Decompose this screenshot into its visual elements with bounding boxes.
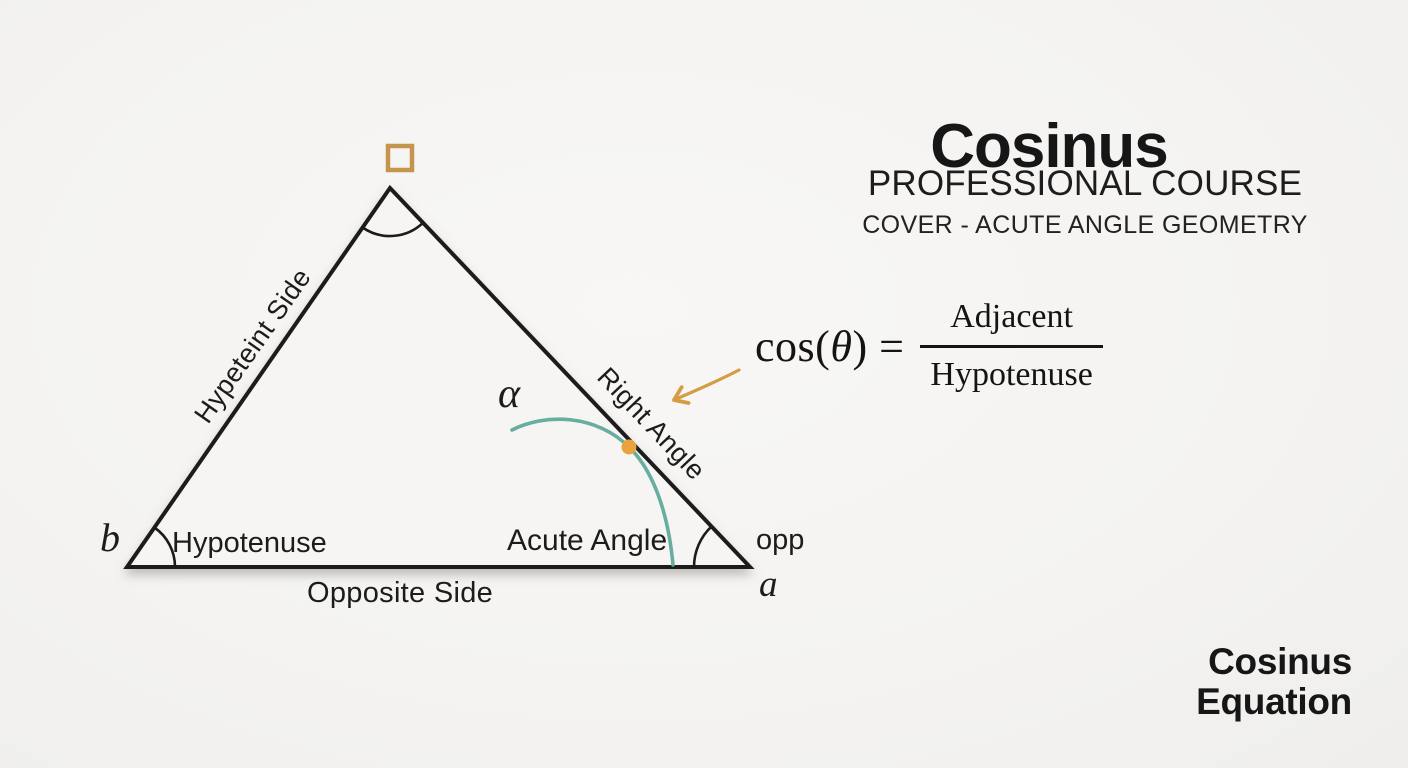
formula-fraction: Adjacent Hypotenuse xyxy=(920,298,1103,394)
vertex-right-label: a xyxy=(759,564,778,605)
equation-caption: Cosinus Equation xyxy=(1196,642,1352,722)
right-angle-square-icon xyxy=(385,143,415,173)
fraction-bar xyxy=(920,345,1103,348)
equation-caption-line1: Cosinus xyxy=(1208,641,1352,682)
subtitle: PROFESSIONAL COURSE xyxy=(867,164,1303,203)
equation-caption-line2: Equation xyxy=(1196,680,1352,722)
formula-numerator: Adjacent xyxy=(950,298,1073,335)
opp-label: opp xyxy=(756,524,805,556)
formula-func: cos( xyxy=(755,321,831,371)
apex-angle-arc xyxy=(361,221,424,238)
page-title: Cosinus xyxy=(930,112,1169,181)
title-block: Cosinus PROFESSIONAL COURSE COVER - ACUT… xyxy=(860,116,1310,240)
inner-right-label: Acute Angle xyxy=(507,524,668,557)
alpha-label: α xyxy=(498,371,521,417)
formula-denominator: Hypotenuse xyxy=(930,356,1093,393)
formula-equals: ) = xyxy=(852,321,905,371)
bottom-side-label: Opposite Side xyxy=(307,577,494,609)
formula-theta: θ xyxy=(830,321,853,371)
left-angle-arc xyxy=(153,526,177,568)
intersection-dot xyxy=(621,439,637,455)
vertex-left-label: b xyxy=(100,515,120,560)
tagline: COVER - ACUTE ANGLE GEOMETRY xyxy=(862,211,1308,239)
inner-left-label: Hypotenuse xyxy=(172,527,327,559)
triangle-outline xyxy=(123,184,755,569)
cosine-formula: cos(θ) = Adjacent Hypotenuse xyxy=(755,298,1103,394)
right-angle-arc xyxy=(692,525,713,568)
formula-lhs: cos(θ) = xyxy=(755,321,904,372)
pointer-arrow-icon xyxy=(674,368,741,400)
